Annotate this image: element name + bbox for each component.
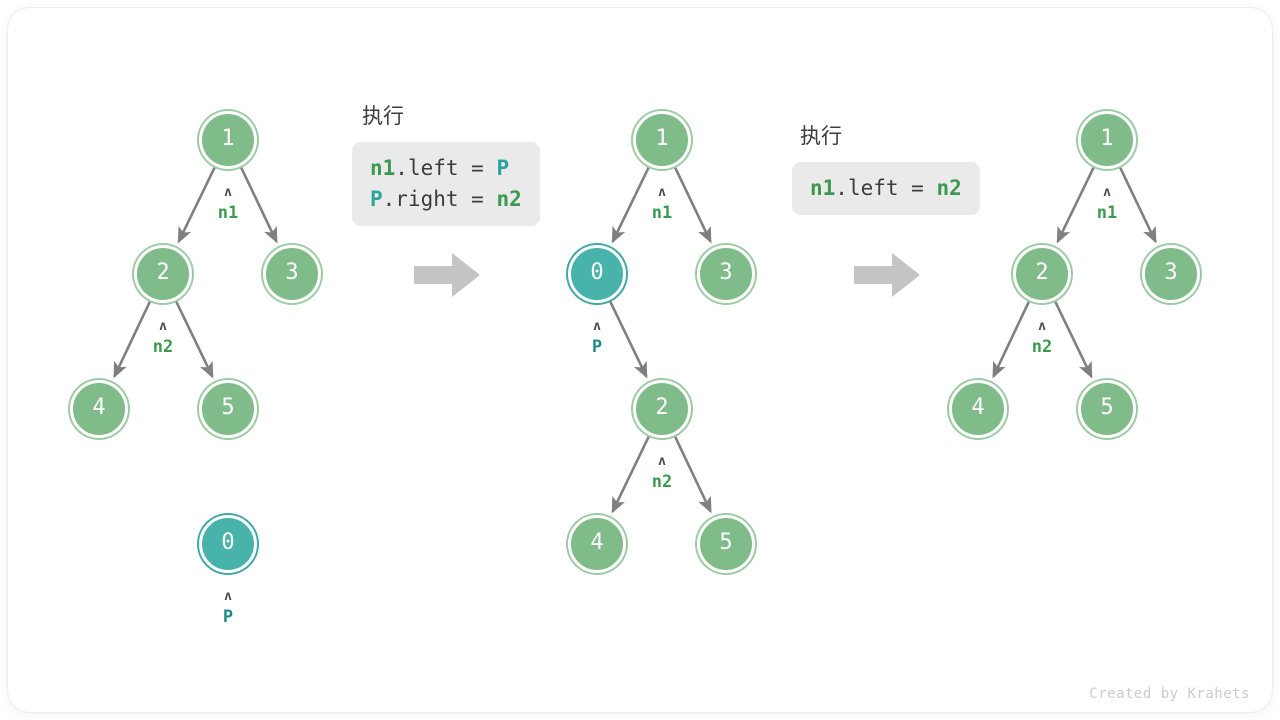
- step-title: 执行: [362, 104, 404, 128]
- pointer-name: n2: [1031, 337, 1053, 357]
- tree-node[interactable]: 5: [697, 515, 755, 573]
- tree-node-value: 4: [971, 395, 985, 420]
- tree-node-value: 1: [1100, 126, 1114, 151]
- tree-node[interactable]: 5: [1078, 380, 1136, 438]
- tree-edge: [611, 435, 651, 514]
- caret-icon: ʌ: [224, 185, 232, 200]
- caret-icon: ʌ: [1103, 185, 1111, 200]
- tree-node[interactable]: 2: [633, 380, 691, 438]
- tree-node-value: 5: [221, 395, 235, 420]
- tree-node-value: 4: [92, 395, 106, 420]
- caret-icon: ʌ: [1038, 319, 1046, 334]
- tree-node-value: 3: [285, 260, 299, 285]
- tree-node[interactable]: 1: [1078, 111, 1136, 169]
- tree-node-value: 1: [655, 126, 669, 151]
- tree-node-value: 2: [1035, 260, 1049, 285]
- code-token: .left =: [395, 156, 497, 180]
- tree-node[interactable]: 0: [199, 515, 257, 573]
- tree-node[interactable]: 4: [568, 515, 626, 573]
- pointer-label: ʌ n1: [188, 185, 268, 223]
- caret-icon: ʌ: [658, 185, 666, 200]
- tree-node[interactable]: 2: [1013, 245, 1071, 303]
- tree-node-value: 5: [1100, 395, 1114, 420]
- tree-edge: [673, 435, 712, 514]
- code-line: n1.left = P: [370, 153, 522, 184]
- caret-icon: ʌ: [159, 319, 167, 334]
- transition-arrow-icon: [414, 253, 480, 297]
- pointer-name: n1: [1096, 203, 1118, 223]
- tree-edge: [239, 166, 278, 244]
- tree-node-value: 1: [221, 126, 235, 151]
- code-token: P: [370, 187, 383, 211]
- pointer-name: P: [591, 337, 603, 357]
- code-token: P: [496, 156, 510, 180]
- tree-node-value: 2: [156, 260, 170, 285]
- tree-node[interactable]: 4: [70, 380, 128, 438]
- code-token: n2: [936, 176, 962, 200]
- tree-edge: [1118, 166, 1157, 244]
- pointer-name: n2: [651, 472, 673, 492]
- tree-node-value: 5: [719, 530, 733, 555]
- pointer-name: P: [222, 607, 234, 627]
- pointer-label: ʌ n2: [1002, 319, 1082, 357]
- watermark: Created by Krahets: [1089, 686, 1250, 702]
- caret-icon: ʌ: [658, 454, 666, 469]
- code-line: P.right = n2: [370, 184, 522, 215]
- tree-node-value: 2: [655, 395, 669, 420]
- pointer-label: ʌ n1: [622, 185, 702, 223]
- tree-edge: [673, 166, 712, 244]
- tree-edge: [1056, 166, 1096, 244]
- tree-node[interactable]: 3: [1142, 245, 1200, 303]
- code-line: n1.left = n2: [810, 173, 962, 204]
- transition-arrow-icon: [854, 253, 920, 297]
- code-token: n1: [370, 156, 396, 180]
- tree-node-value: 0: [221, 530, 235, 555]
- code-token: n2: [496, 187, 522, 211]
- tree-node[interactable]: 1: [199, 111, 257, 169]
- pointer-name: n1: [217, 203, 239, 223]
- pointer-label: ʌ n2: [622, 454, 702, 492]
- code-token: .left =: [835, 176, 937, 200]
- tree-node[interactable]: 3: [263, 245, 321, 303]
- tree-node[interactable]: 4: [949, 380, 1007, 438]
- pointer-name: n1: [651, 203, 673, 223]
- tree-node-value: 3: [719, 260, 733, 285]
- tree-edge: [992, 300, 1031, 379]
- tree-edge: [113, 300, 152, 379]
- tree-edge: [608, 300, 648, 379]
- tree-node-value: 3: [1164, 260, 1178, 285]
- step-title: 执行: [800, 124, 842, 148]
- tree-edge: [611, 166, 651, 244]
- caret-icon: ʌ: [224, 589, 232, 604]
- code-token: n1: [810, 176, 836, 200]
- code-snippet: n1.left = n2: [792, 162, 980, 215]
- tree-node-value: 4: [590, 530, 604, 555]
- tree-node[interactable]: 3: [697, 245, 755, 303]
- tree-edge: [177, 166, 217, 244]
- pointer-label: ʌ n2: [123, 319, 203, 357]
- tree-node[interactable]: 2: [134, 245, 192, 303]
- pointer-name: n2: [152, 337, 174, 357]
- pointer-label: ʌ n1: [1067, 185, 1147, 223]
- tree-node-value: 0: [590, 260, 604, 285]
- tree-edge: [174, 300, 214, 379]
- tree-node[interactable]: 1: [633, 111, 691, 169]
- tree-edge: [1053, 300, 1093, 379]
- tree-node[interactable]: 5: [199, 380, 257, 438]
- code-token: .right =: [382, 187, 497, 211]
- caret-icon: ʌ: [593, 319, 601, 334]
- tree-node[interactable]: 0: [568, 245, 626, 303]
